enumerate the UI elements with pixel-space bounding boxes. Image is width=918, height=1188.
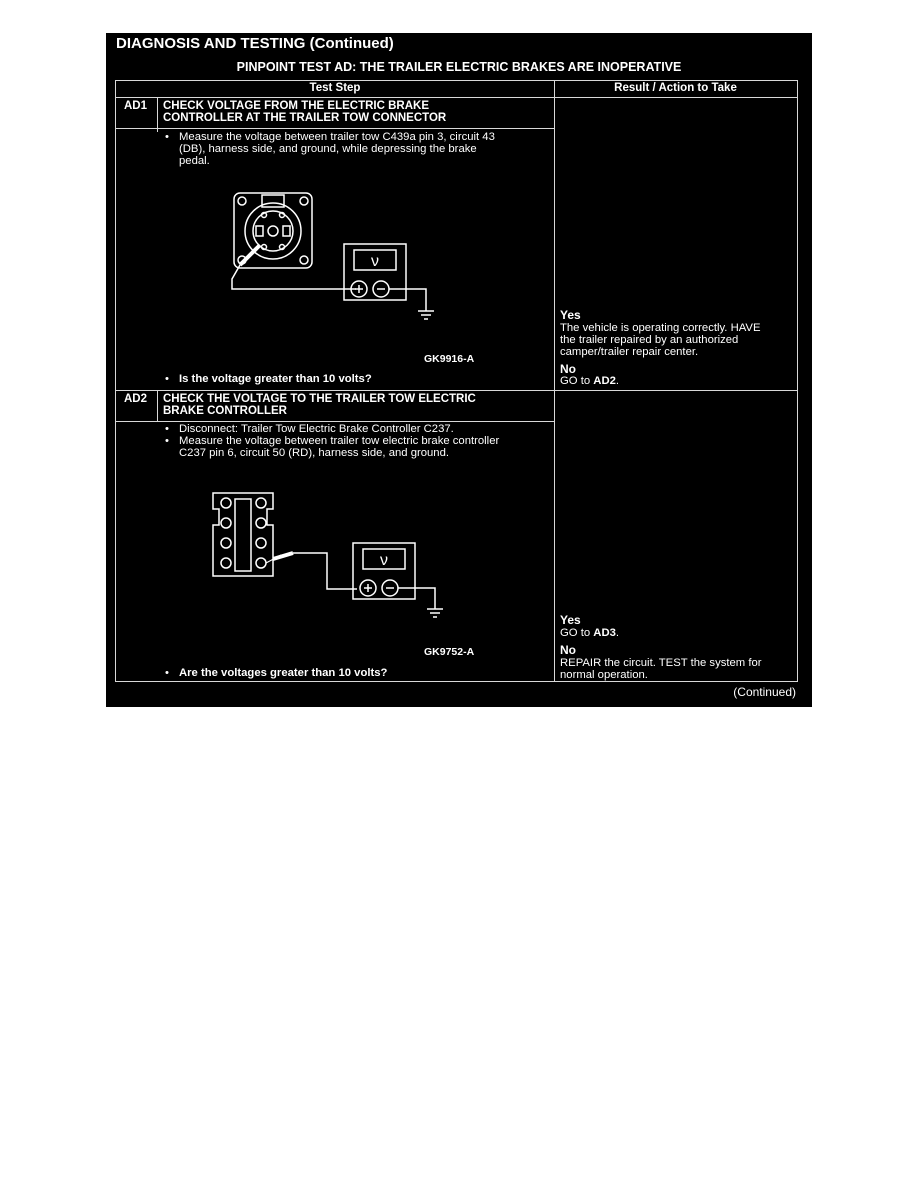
result-no-text-ad1: GO to AD2. [560,375,620,387]
trailer-tow-connector [233,192,313,269]
step-question-ad1: • Is the voltage greater than 10 volts? [165,373,372,385]
row-divider-ad2 [116,390,797,391]
result-no-label-ad1: No [560,362,576,376]
result-yes-label-ad1: Yes [560,308,581,322]
probe-lead [238,243,262,267]
col-divider-id-2 [157,391,158,421]
plus-terminal-icon [359,579,377,597]
voltmeter [352,542,416,600]
plus-terminal-icon [350,280,368,298]
result-no-text-ad2: REPAIR the circuit. TEST the system for … [560,657,762,681]
voltmeter-display [362,548,406,570]
step-title-ad2: CHECK THE VOLTAGE TO THE TRAILER TOW ELE… [163,393,476,417]
meter-symbol: ν [380,552,388,569]
step-instruction-ad2-measure: • Measure the voltage between trailer to… [165,435,500,459]
step-id-ad1: AD1 [124,100,148,112]
row-divider-ad2-title [116,421,554,422]
result-yes-text-ad1: The vehicle is operating correctly. HAVE… [560,322,761,358]
brake-controller-connector [212,492,274,577]
column-header-result: Result / Action to Take [614,82,737,94]
brake-controller-voltmeter-diagram: ν [212,492,443,618]
test-lead-negative [389,288,427,311]
row-divider-ad1-title [116,128,554,129]
column-header-test-step: Test Step [309,82,361,94]
step-link-ad3[interactable]: AD3 [593,627,616,639]
result-no-label-ad2: No [560,643,576,657]
test-lead-positive [293,552,357,590]
step-question-ad2: • Are the voltages greater than 10 volts… [165,667,388,679]
test-lead-positive [231,264,356,290]
step-instruction-ad1: • Measure the voltage between trailer to… [165,131,495,167]
pin-6 [255,557,267,569]
mounting-hole-icon [237,196,247,206]
pinpoint-test-table: Test Step Result / Action to Take AD1 CH… [115,80,798,682]
connector-face [244,202,302,260]
meter-symbol: ν [371,253,379,270]
test-lead-negative [398,587,436,609]
page-title: DIAGNOSIS AND TESTING (Continued) [116,35,394,52]
col-divider-id [157,97,158,132]
mounting-hole-icon [299,196,309,206]
figure-id-ad1: GK9916-A [424,353,475,365]
row-divider-header [116,97,797,98]
trailer-connector-voltmeter-diagram: ν [231,192,434,320]
diagnosis-panel: DIAGNOSIS AND TESTING (Continued) PINPOI… [106,33,812,707]
pinpoint-test-title: PINPOINT TEST AD: THE TRAILER ELECTRIC B… [236,60,682,74]
voltmeter [343,243,407,301]
mounting-hole-icon [299,255,309,265]
col-divider-result [554,81,555,681]
step-instruction-ad2-disconnect: • Disconnect: Trailer Tow Electric Brake… [165,423,454,435]
step-id-ad2: AD2 [124,393,148,405]
result-yes-text-ad2: GO to AD3. [560,627,620,639]
continued-label: (Continued) [733,685,796,699]
step-title-ad1: CHECK VOLTAGE FROM THE ELECTRIC BRAKE CO… [163,100,447,124]
figure-id-ad2: GK9752-A [424,646,475,658]
voltmeter-display [353,249,397,271]
result-yes-label-ad2: Yes [560,613,581,627]
probe-lead [272,551,294,561]
step-link-ad2[interactable]: AD2 [593,375,616,387]
